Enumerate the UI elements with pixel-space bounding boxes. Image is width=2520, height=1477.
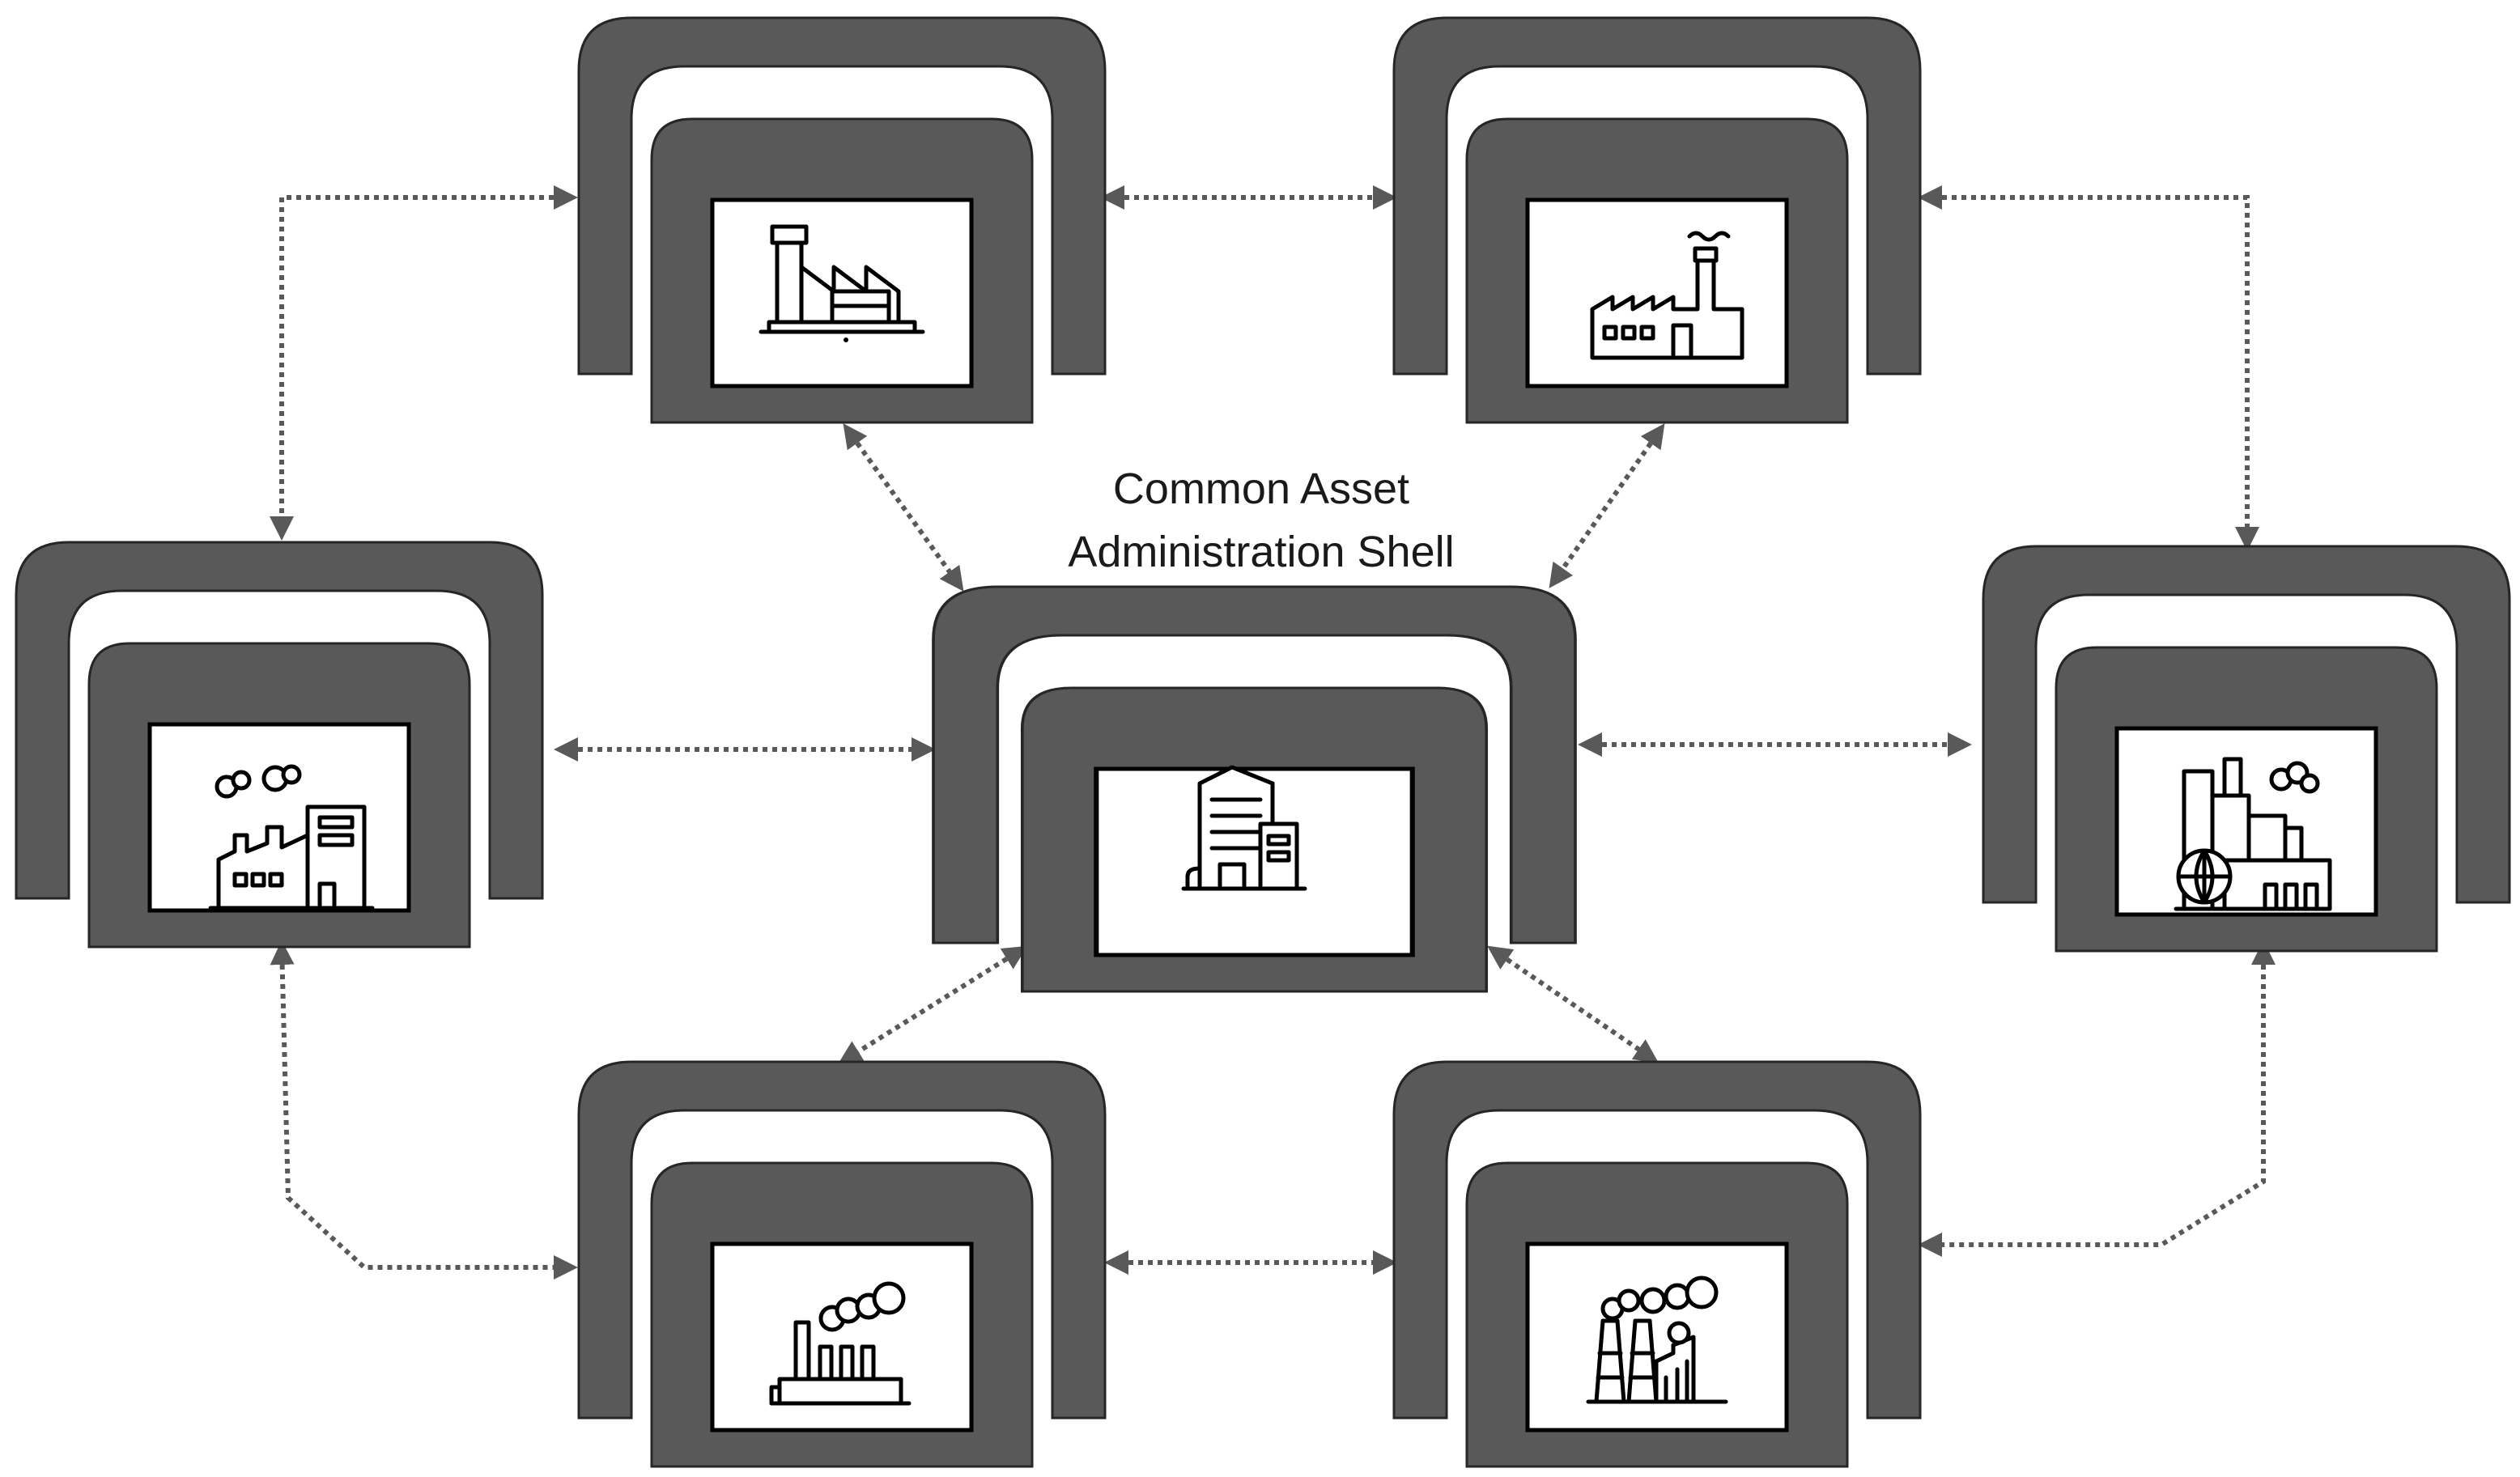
title-line-2: Administration Shell xyxy=(1068,528,1454,576)
connector-top-right-center xyxy=(1549,423,1665,588)
shell-top-left xyxy=(579,18,1105,422)
title-line-1: Common Asset xyxy=(1113,465,1409,513)
shell-bottom-left xyxy=(579,1062,1105,1466)
shell-mid-left xyxy=(16,542,542,947)
connector-top-left-center xyxy=(843,423,964,592)
shell-bottom-right xyxy=(1394,1062,1920,1466)
connectors xyxy=(270,185,2276,1280)
connector-top-left-mid-left xyxy=(270,185,578,541)
connector-top-right-mid-right xyxy=(1918,185,2259,551)
shell-top-right xyxy=(1394,18,1920,422)
connector-center-bottom-right xyxy=(1487,945,1659,1063)
connector-mid-right-bottom-right xyxy=(1918,940,2276,1257)
connector-mid-left-bottom-left xyxy=(270,940,578,1280)
connector-center-bottom-left xyxy=(837,945,1028,1065)
shell-mid-right xyxy=(1983,546,2509,951)
